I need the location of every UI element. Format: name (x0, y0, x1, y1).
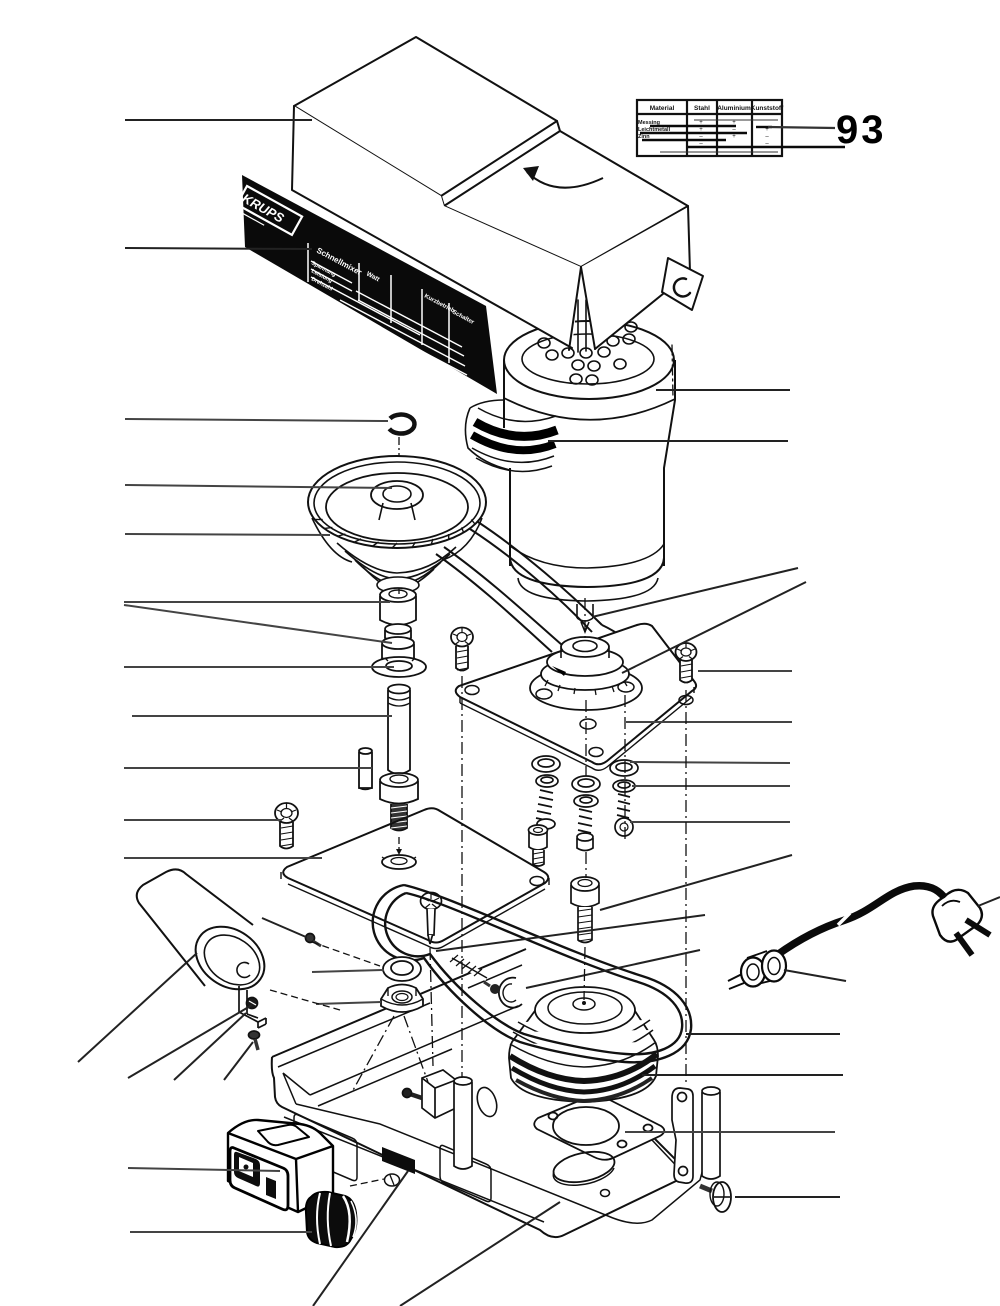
svg-text:Aluminium: Aluminium (717, 105, 751, 112)
svg-text:–: – (732, 127, 736, 133)
svg-text:Messing: Messing (638, 120, 660, 126)
svg-text:–: – (765, 141, 769, 147)
svg-text:Leichtmetall: Leichtmetall (638, 127, 671, 133)
svg-text:–: – (699, 141, 703, 147)
svg-text:–: – (699, 134, 703, 140)
svg-text:+: + (699, 120, 703, 126)
svg-text:+: + (765, 127, 769, 133)
svg-text:Kunststoff: Kunststoff (751, 105, 784, 112)
svg-text:93: 93 (836, 108, 887, 152)
svg-text:Zinn: Zinn (638, 134, 650, 140)
svg-text:Stahl: Stahl (694, 105, 710, 112)
svg-text:+: + (732, 134, 736, 140)
svg-text:+: + (732, 120, 736, 126)
svg-text:Material: Material (650, 105, 675, 112)
svg-text:–: – (765, 134, 769, 140)
svg-text:+: + (699, 127, 703, 133)
